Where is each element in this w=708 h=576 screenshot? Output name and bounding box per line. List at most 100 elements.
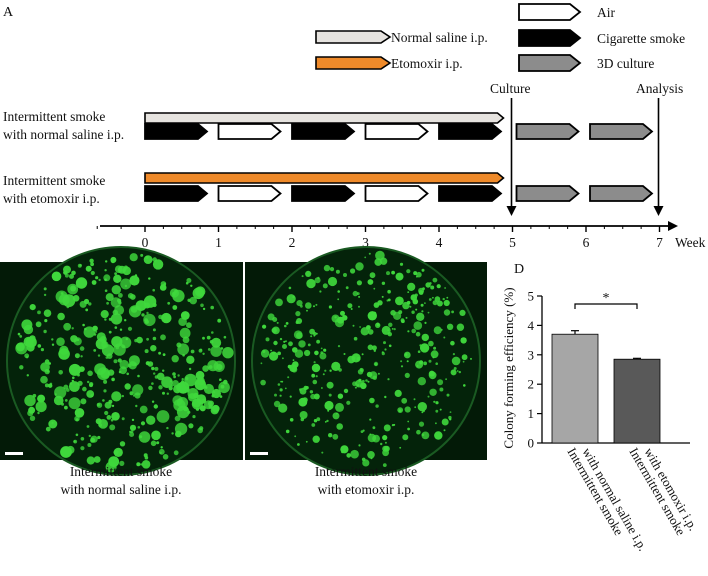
colony-dot — [435, 409, 439, 413]
legend-smoke-arrow — [518, 29, 582, 47]
group1-label-line2: with normal saline i.p. — [3, 127, 124, 142]
colony-dot — [32, 393, 37, 398]
colony-dot — [106, 415, 112, 420]
colony-dot — [305, 302, 312, 309]
colony-dot — [43, 329, 47, 334]
colony-dot — [103, 274, 111, 282]
colony-dot — [358, 378, 362, 382]
colony-dot — [146, 337, 150, 341]
colony-dot — [218, 381, 230, 394]
colony-dot — [282, 344, 287, 349]
colony-dot — [313, 361, 316, 364]
legend-air-arrow — [518, 3, 582, 21]
colony-dot — [307, 343, 311, 347]
colony-dot — [44, 319, 48, 323]
colony-dot — [262, 349, 266, 353]
colony-dot — [111, 377, 115, 382]
colony-dot — [273, 340, 278, 346]
colony-dot — [372, 426, 376, 430]
colony-dot — [188, 367, 192, 371]
colony-dot — [436, 284, 441, 289]
colony-dot — [145, 255, 149, 259]
colony-dot — [361, 379, 365, 383]
colony-dot — [321, 451, 324, 454]
colony-dot — [306, 278, 316, 289]
colony-dot — [335, 269, 340, 274]
colony-dot — [195, 407, 200, 411]
colony-dot — [432, 356, 435, 359]
colony-dot — [104, 410, 109, 416]
colony-dot — [305, 270, 312, 277]
colony-dot — [275, 298, 283, 307]
colony-dot — [387, 378, 390, 381]
colony-dot — [129, 391, 134, 396]
colony-dot — [417, 350, 421, 354]
colony-dot — [433, 326, 442, 335]
colony-dot — [358, 295, 361, 298]
colony-dot — [206, 335, 211, 340]
colony-dot — [146, 311, 149, 315]
colony-dot — [361, 353, 364, 356]
colony-dot — [294, 349, 304, 358]
colony-dot — [284, 324, 287, 328]
colony-dot — [377, 372, 380, 375]
colony-dot — [91, 280, 97, 285]
colony-dot — [35, 401, 47, 413]
colony-dot — [61, 402, 64, 406]
colony-dot — [300, 304, 303, 308]
air-exposure-arrow — [217, 185, 282, 202]
air-exposure-arrow — [217, 123, 282, 140]
colony-dot — [354, 386, 357, 389]
colony-dot — [298, 397, 308, 407]
colony-dot — [421, 310, 424, 313]
colony-dot — [21, 319, 33, 331]
colony-dot — [394, 389, 402, 397]
colony-dot — [282, 357, 284, 360]
chart-bar — [613, 358, 661, 444]
colony-dot — [82, 323, 85, 327]
week-tick-label: 1 — [215, 235, 222, 250]
colony-dot — [417, 377, 426, 386]
colony-dot — [340, 310, 345, 316]
colony-dot — [113, 359, 118, 364]
colony-dot — [424, 321, 427, 324]
colony-dot — [71, 379, 75, 383]
colony-dot — [262, 324, 267, 329]
colony-dot — [397, 407, 404, 413]
colony-dot — [267, 313, 275, 321]
colony-dot — [169, 380, 173, 383]
colony-dot — [129, 275, 140, 286]
colony-dot — [309, 390, 314, 394]
colony-dot — [406, 269, 411, 274]
colony-dot — [217, 318, 222, 323]
colony-dot — [295, 311, 301, 317]
colony-dot — [223, 335, 227, 339]
panel-label-d: D — [514, 262, 524, 277]
colony-dot — [94, 330, 98, 333]
colony-dot — [137, 426, 141, 429]
colony-dot — [211, 394, 215, 398]
colony-dot — [260, 379, 266, 386]
colony-dot — [129, 253, 138, 262]
colony-dot — [129, 424, 137, 431]
colony-dot — [121, 417, 125, 421]
colony-dot — [428, 298, 432, 301]
week-axis-arrowhead — [668, 221, 678, 231]
colony-dot — [388, 344, 392, 348]
week-unit-label: Week — [675, 235, 706, 250]
colony-dot — [152, 259, 164, 270]
colony-dot — [51, 343, 55, 346]
colony-dot — [332, 433, 339, 440]
colony-dot — [365, 379, 368, 382]
colony-dot — [43, 287, 47, 291]
colony-dot — [296, 300, 303, 307]
colony-dot — [450, 369, 457, 376]
colony-dot — [141, 313, 145, 317]
colony-dot — [306, 309, 308, 312]
colony-dot — [382, 435, 388, 441]
colony-dot — [370, 457, 373, 460]
colony-dot — [393, 423, 396, 426]
colony-dot — [407, 291, 410, 293]
colony-dot — [446, 323, 454, 330]
colony-dot — [269, 351, 279, 361]
